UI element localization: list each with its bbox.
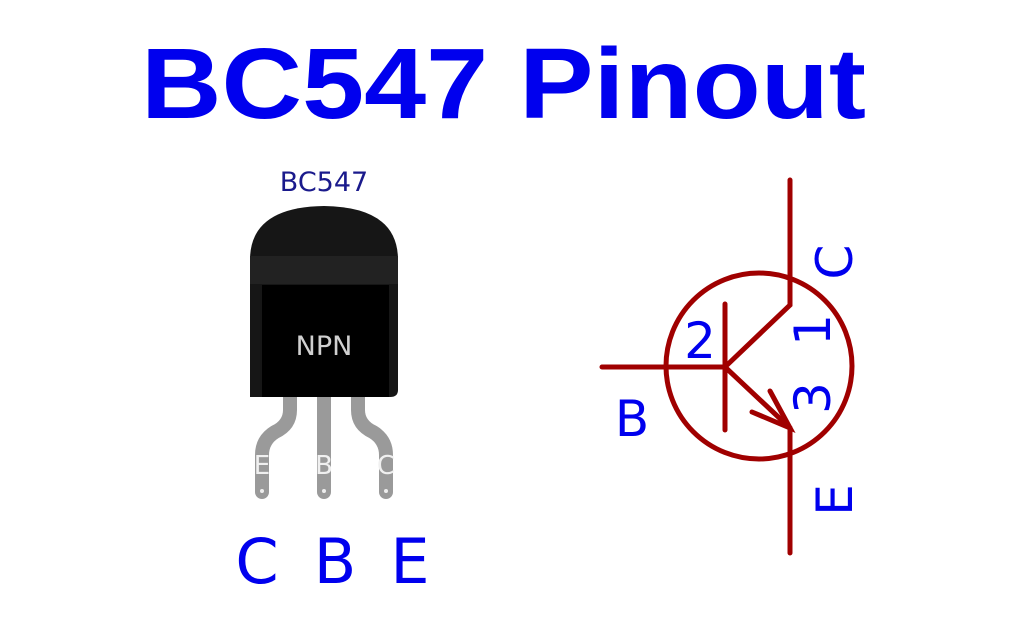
pin-number-emitter: 3 bbox=[784, 382, 842, 414]
body-text: NPN bbox=[296, 331, 353, 362]
pin-number-base: 2 bbox=[684, 312, 716, 370]
lead-mark-right: C bbox=[377, 451, 395, 481]
lead-mark-left: E bbox=[254, 451, 270, 481]
lead-left bbox=[255, 388, 297, 499]
collector-wire bbox=[722, 177, 793, 370]
to92-package: BC547 E B C NPN bbox=[250, 167, 398, 499]
pin-label-e: E bbox=[390, 525, 429, 598]
symbol-label-e: E bbox=[806, 484, 864, 516]
lead-right bbox=[351, 388, 393, 499]
package-face bbox=[262, 285, 389, 397]
lead-mark-middle: B bbox=[315, 451, 333, 481]
leads bbox=[255, 388, 393, 499]
pin-label-c: C bbox=[235, 525, 278, 598]
pin-label-b: B bbox=[314, 525, 357, 598]
symbol-label-c: C bbox=[806, 245, 864, 280]
pin-number-collector: 1 bbox=[784, 314, 842, 346]
package-band bbox=[250, 256, 398, 284]
npn-symbol bbox=[599, 177, 855, 556]
part-label: BC547 bbox=[280, 167, 368, 198]
emitter-arrow-icon bbox=[749, 388, 796, 434]
symbol-label-b: B bbox=[615, 390, 649, 448]
page-title: BC547 Pinout bbox=[141, 28, 866, 140]
